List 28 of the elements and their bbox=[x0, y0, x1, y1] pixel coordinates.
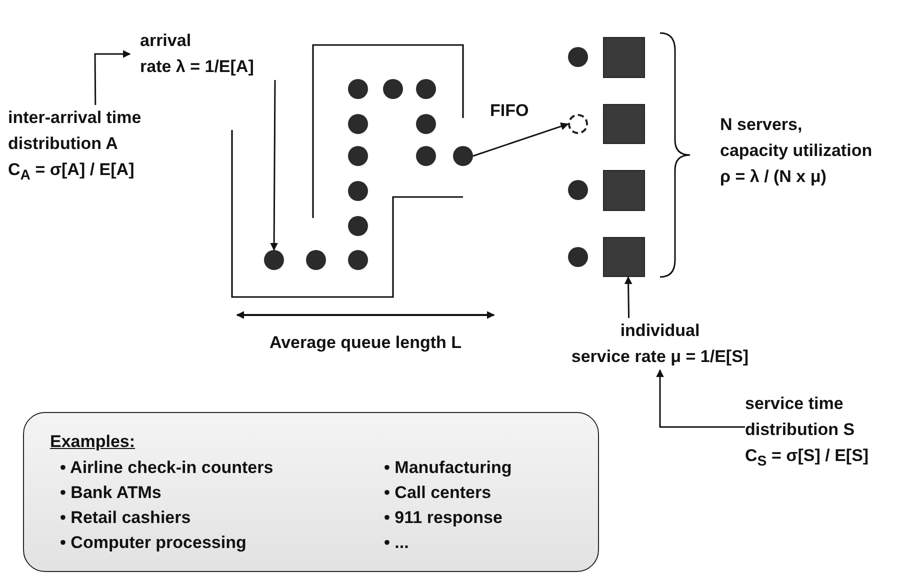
list-item: • Manufacturing bbox=[384, 457, 512, 479]
list-item: • Airline check-in counters bbox=[60, 457, 274, 479]
annotation-text: inter-arrival time distribution A C$_{A}$ = σ[A] / E[A] bbox=[8, 105, 198, 188]
list-item: • Retail cashiers bbox=[60, 507, 192, 529]
customer-dot bbox=[453, 146, 473, 166]
annotation-text: individual service rate μ = 1/E[S] bbox=[540, 318, 780, 370]
server-square bbox=[603, 170, 645, 211]
annotation-text: service time distribution S C$_{S}$ = σ[S] / E[S] bbox=[745, 391, 905, 474]
server-square bbox=[603, 37, 645, 78]
dimension-label: Average queue length L bbox=[268, 332, 463, 354]
arrow bbox=[270, 80, 278, 251]
annotation-text: arrival rate λ = 1/E[A] bbox=[140, 28, 320, 80]
panel-heading: Examples: bbox=[50, 431, 136, 453]
server-square bbox=[603, 237, 645, 277]
list-item: • Call centers bbox=[384, 482, 492, 504]
list-item: • Bank ATMs bbox=[60, 482, 162, 504]
arrow bbox=[624, 276, 632, 318]
arrow bbox=[656, 369, 745, 428]
server-square bbox=[603, 104, 645, 144]
list-item: • Computer processing bbox=[60, 532, 248, 554]
annotation-text: N servers, capacity utilization ρ = λ / (N x μ) bbox=[720, 114, 872, 188]
arrow bbox=[94, 50, 131, 105]
list-item: • 911 response bbox=[384, 507, 504, 529]
list-item: • ... bbox=[384, 532, 410, 554]
customer-dot bbox=[264, 250, 284, 270]
empty-slot-circle bbox=[568, 114, 588, 134]
examples-panel bbox=[23, 412, 599, 572]
arrow bbox=[472, 122, 569, 157]
